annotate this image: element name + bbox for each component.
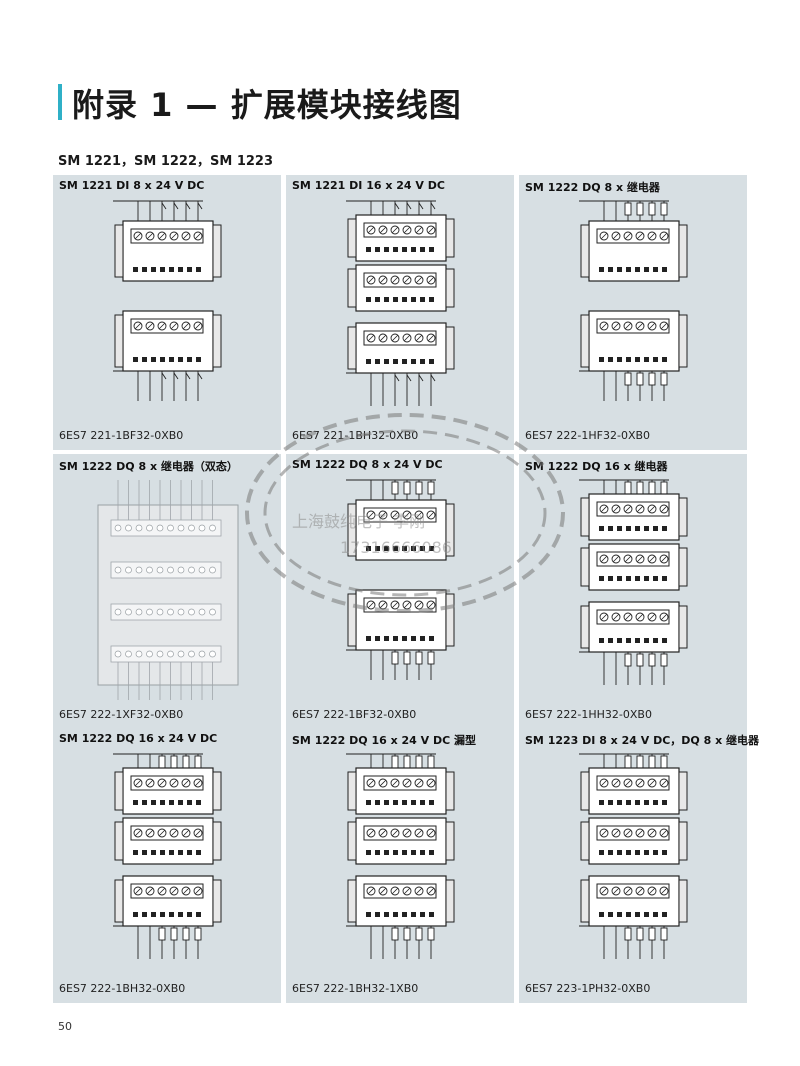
wiring-diagram [97,480,239,700]
wiring-lines [346,479,436,500]
panel-sm1221-di8: SM 1221 DI 8 x 24 V DC 6ES7 221-1BF32-0X… [53,175,281,450]
panel-title: SM 1222 DQ 8 x 继电器（双态） [59,460,238,473]
panel-sm1222-dq16-relay: SM 1222 DQ 16 x 继电器 6ES7 222-1HH32-0XB0 [519,454,747,729]
module-block [114,220,222,282]
module-block [347,589,455,651]
panel-sm1222-dq8-relay: SM 1222 DQ 8 x 继电器 6ES7 222-1HF32-0XB0 [519,175,747,450]
wiring-diagram [579,753,688,959]
wiring-diagram [346,753,455,959]
module-block [114,310,222,372]
wiring-diagram [579,479,688,685]
wiring-diagram [113,753,222,959]
panel-title: SM 1222 DQ 16 x 24 V DC [59,732,218,745]
panel-title: SM 1221 DI 8 x 24 V DC [59,179,205,192]
module-block [114,817,222,865]
panel-sm1222-dq8-relay-changeover: SM 1222 DQ 8 x 继电器（双态） 6ES7 222-1XF32-0X… [53,454,281,729]
module-block [347,767,455,815]
wiring-diagram-grid: SM 1221 DI 8 x 24 V DC 6ES7 221-1BF32-0X… [53,175,759,1003]
panel-sm1221-di16: SM 1221 DI 16 x 24 V DC 6ES7 221-1BH32-0… [286,175,514,450]
module-block [580,220,688,282]
module-block [347,322,455,374]
panel-title: SM 1222 DQ 8 x 24 V DC [292,458,443,471]
panel-title: SM 1222 DQ 16 x 24 V DC 漏型 [292,734,477,747]
wiring-lines [113,753,203,769]
wiring-lines [346,649,436,680]
module-block [347,214,455,262]
module-block [580,767,688,815]
page-number: 50 [58,1020,72,1033]
module-block [114,767,222,815]
wiring-lines [113,925,203,959]
module-photo [97,480,239,700]
panel-title: SM 1222 DQ 8 x 继电器 [525,181,660,194]
wiring-lines [346,753,436,769]
panel-order-code: 6ES7 221-1BF32-0XB0 [59,429,184,442]
panel-order-code: 6ES7 222-1BF32-0XB0 [292,708,417,721]
module-block [347,264,455,312]
module-block [580,310,688,372]
panel-order-code: 6ES7 222-1BH32-0XB0 [59,982,186,995]
wiring-lines [346,372,436,406]
panel-order-code: 6ES7 222-1HH32-0XB0 [525,708,652,721]
wiring-lines [579,200,669,221]
panel-sm1223-di8-dq8-relay: SM 1223 DI 8 x 24 V DC，DQ 8 x 继电器 6ES7 2… [519,728,759,1003]
wiring-lines [579,479,669,495]
panel-order-code: 6ES7 223-1PH32-0XB0 [525,982,651,995]
wiring-diagram [346,200,455,406]
page-title: 附录 1 — 扩展模块接线图 [72,86,462,124]
wiring-lines [579,925,669,959]
wiring-diagram [579,200,688,401]
section-subtitle: SM 1221，SM 1222，SM 1223 [58,154,274,169]
wiring-lines [346,200,436,215]
panel-order-code: 6ES7 222-1BH32-1XB0 [292,982,419,995]
wiring-lines [579,370,669,401]
panel-sm1222-dq16-dc-sink: SM 1222 DQ 16 x 24 V DC 漏型 6ES7 222-1BH3… [286,728,514,1003]
wiring-lines [579,753,669,769]
wiring-lines [579,651,669,685]
panel-order-code: 6ES7 222-1XF32-0XB0 [59,708,184,721]
panel-title: SM 1222 DQ 16 x 继电器 [525,460,668,473]
module-block [347,817,455,865]
module-block [580,875,688,927]
panel-title: SM 1221 DI 16 x 24 V DC [292,179,445,192]
module-block [580,601,688,653]
wiring-lines [346,925,436,959]
wiring-diagram [346,479,455,680]
panel-sm1222-dq8-dc: SM 1222 DQ 8 x 24 V DC 6ES7 222-1BF32-0X… [286,454,514,729]
module-block [347,499,455,561]
module-block [580,493,688,541]
module-block [347,875,455,927]
panel-order-code: 6ES7 222-1HF32-0XB0 [525,429,651,442]
panel-sm1222-dq16-dc: SM 1222 DQ 16 x 24 V DC 6ES7 222-1BH32-0… [53,728,281,1003]
panel-title: SM 1223 DI 8 x 24 V DC，DQ 8 x 继电器 [525,734,760,747]
title-accent-bar [58,84,62,120]
panel-order-code: 6ES7 221-1BH32-0XB0 [292,429,419,442]
wiring-lines [113,370,203,401]
module-block [580,817,688,865]
module-block [114,875,222,927]
wiring-lines [113,200,203,221]
wiring-diagram [113,200,222,401]
module-block [580,543,688,591]
